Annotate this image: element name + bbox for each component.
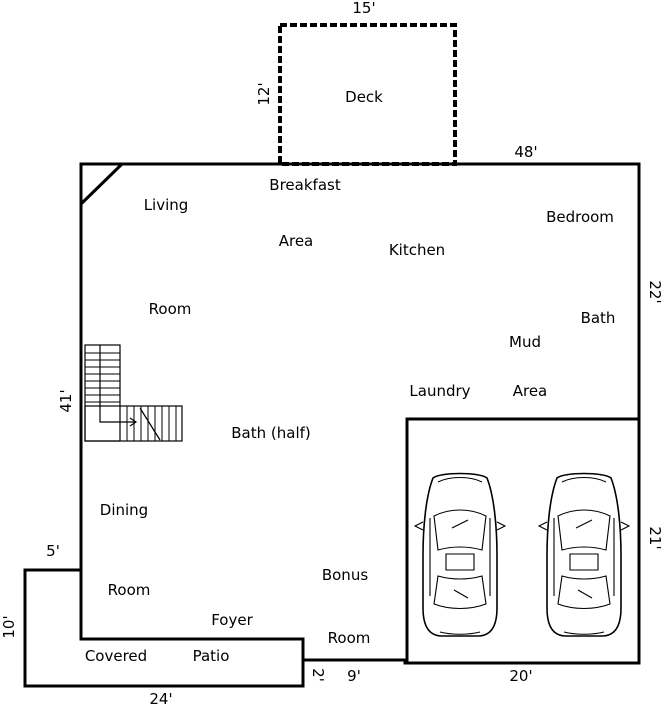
room-label-foyer: Foyer (211, 611, 253, 629)
room-label-mud: Mud (509, 333, 541, 351)
dim-deck-depth: 12' (255, 82, 273, 105)
room-label-dining-room: Room (108, 581, 151, 599)
room-label-bath: Bath (581, 309, 616, 327)
room-label-bedroom: Bedroom (546, 208, 614, 226)
garage-wall (405, 417, 639, 663)
dim-step-small: 2' (309, 668, 327, 682)
room-label-laundry: Laundry (409, 382, 470, 400)
dim-right-upper: 22' (646, 280, 662, 303)
room-label-dining: Dining (100, 501, 148, 519)
car-left (413, 472, 507, 637)
room-label-covered: Covered (85, 647, 147, 665)
car-right (537, 472, 631, 637)
dim-step-nine: 9' (347, 667, 361, 685)
dim-left-height: 41' (57, 389, 75, 412)
dim-garage-depth: 21' (646, 526, 662, 549)
room-label-breakfast-area: Area (279, 232, 314, 250)
dim-deck-width: 15' (352, 0, 375, 17)
dim-house-width: 48' (514, 143, 537, 161)
fireplace (79, 162, 124, 206)
room-label-kitchen: Kitchen (389, 241, 445, 259)
room-label-living-room: Room (149, 300, 192, 318)
staircase (84, 344, 183, 442)
dim-patio-width: 24' (149, 690, 172, 706)
covered-patio-outline (23, 568, 305, 688)
room-label-bonus-room: Room (328, 629, 371, 647)
room-label-breakfast: Breakfast (269, 176, 341, 194)
dim-patio-offset: 5' (46, 542, 60, 560)
dim-garage-width: 20' (509, 667, 532, 685)
house-outline (79, 162, 641, 665)
room-label-bath-half: Bath (half) (231, 424, 311, 442)
room-label-mud-area: Area (513, 382, 548, 400)
room-label-patio: Patio (193, 647, 230, 665)
dim-patio-depth: 10' (0, 615, 18, 638)
room-label-bonus: Bonus (322, 566, 368, 584)
room-label-living: Living (144, 196, 189, 214)
room-label-deck: Deck (345, 88, 383, 106)
